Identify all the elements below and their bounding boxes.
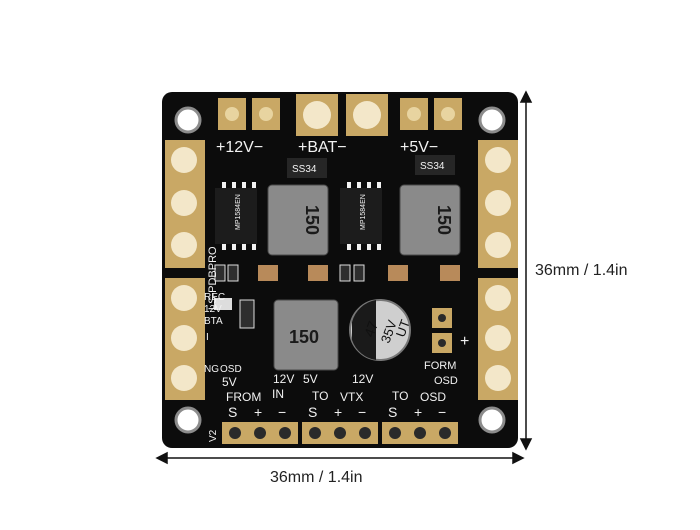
electrolytic-capacitor	[349, 299, 411, 361]
pin-minus-1: −	[278, 404, 286, 420]
label-v2: V2	[208, 429, 219, 442]
board-name: LS-PDBPRO	[207, 246, 219, 310]
label-bat: +BAT−	[298, 139, 347, 156]
smd-components	[214, 264, 460, 329]
diode-label-1: SS34	[292, 164, 317, 175]
height-dimension-line	[519, 90, 533, 451]
width-dimension-label: 36mm / 1.4in	[270, 469, 363, 486]
inductor-label-2: 150	[434, 205, 454, 235]
label-mid-12v-b: 12V	[352, 372, 373, 386]
side-plus-label: +	[460, 333, 469, 350]
label-bta: BTA	[204, 316, 223, 327]
label-form: FORM	[424, 360, 456, 372]
mounting-holes	[174, 106, 506, 434]
label-left-osd: OSD	[220, 364, 242, 375]
label-left-12v: 12V	[204, 304, 222, 315]
pin-minus-3: −	[438, 404, 446, 420]
label-bottom-osd: OSD	[420, 390, 446, 404]
pin-plus-2: +	[334, 404, 342, 420]
diode-chips: SS34 SS34	[287, 155, 455, 178]
inductors	[267, 184, 461, 371]
pin-plus-1: +	[254, 404, 262, 420]
width-dimension-line	[155, 451, 525, 465]
label-mid-5v-b: 5V	[303, 372, 318, 386]
label-vtx: VTX	[340, 390, 363, 404]
top-pads	[218, 94, 462, 136]
capacitor-series: UT	[393, 318, 413, 339]
form-osd-pads	[432, 308, 452, 353]
pin-s-3: S	[388, 404, 397, 420]
right-pads	[478, 140, 518, 400]
label-5v: +5V−	[400, 139, 438, 156]
regulator-chips	[215, 182, 382, 250]
label-mid-12v-a: 12V	[273, 372, 294, 386]
label-from: FROM	[226, 390, 261, 404]
regulator-label-2: MP1584EN	[360, 194, 367, 230]
inductor-label-3: 150	[289, 327, 319, 347]
label-to-1: TO	[312, 389, 328, 403]
bottom-pads	[222, 422, 458, 444]
label-form-osd: OSD	[434, 375, 458, 387]
label-mid-5v-a: 5V	[222, 375, 237, 389]
pin-s-2: S	[308, 404, 317, 420]
pin-minus-2: −	[358, 404, 366, 420]
height-dimension-label: 36mm / 1.4in	[535, 262, 628, 279]
label-i: I	[206, 332, 209, 343]
label-rec: REC	[204, 292, 225, 303]
pin-s-1: S	[228, 404, 237, 420]
diode-label-2: SS34	[420, 161, 445, 172]
label-to-2: TO	[392, 389, 408, 403]
left-pads	[165, 140, 205, 400]
inductor-label-1: 150	[302, 205, 322, 235]
capacitor-value: 47	[361, 319, 381, 339]
pin-plus-3: +	[414, 404, 422, 420]
label-ng: NG	[204, 364, 219, 375]
label-in: IN	[272, 387, 284, 401]
regulator-label-1: MP1584EN	[235, 194, 242, 230]
label-12v: +12V−	[216, 139, 263, 156]
